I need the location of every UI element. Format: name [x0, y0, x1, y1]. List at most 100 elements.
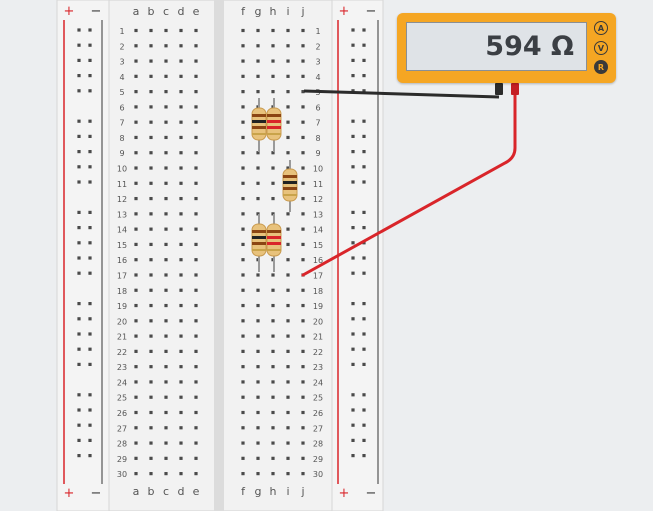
- terminal-hole[interactable]: [241, 120, 245, 124]
- terminal-hole[interactable]: [179, 303, 183, 308]
- rail-hole[interactable]: [88, 362, 92, 366]
- rail-hole[interactable]: [77, 362, 81, 366]
- rail-hole[interactable]: [77, 302, 81, 306]
- terminal-hole[interactable]: [286, 410, 290, 415]
- rail-hole[interactable]: [351, 165, 355, 169]
- rail-hole[interactable]: [362, 28, 366, 32]
- terminal-hole[interactable]: [164, 151, 168, 155]
- terminal-hole[interactable]: [149, 319, 153, 323]
- terminal-hole[interactable]: [286, 303, 290, 308]
- rail-hole[interactable]: [362, 454, 366, 458]
- terminal-hole[interactable]: [286, 319, 290, 323]
- terminal-hole[interactable]: [194, 395, 198, 399]
- terminal-hole[interactable]: [301, 334, 305, 338]
- terminal-hole[interactable]: [149, 288, 153, 292]
- terminal-hole[interactable]: [271, 426, 275, 430]
- rail-hole[interactable]: [362, 256, 366, 260]
- terminal-hole[interactable]: [149, 196, 153, 201]
- terminal-hole[interactable]: [164, 395, 168, 399]
- terminal-hole[interactable]: [194, 196, 198, 201]
- terminal-hole[interactable]: [164, 258, 168, 262]
- rail-hole[interactable]: [88, 332, 92, 336]
- terminal-hole[interactable]: [164, 242, 168, 247]
- terminal-hole[interactable]: [134, 258, 138, 262]
- rail-hole[interactable]: [351, 210, 355, 214]
- rail-hole[interactable]: [77, 347, 81, 351]
- terminal-hole[interactable]: [134, 151, 138, 155]
- terminal-hole[interactable]: [134, 410, 138, 415]
- terminal-hole[interactable]: [164, 59, 168, 63]
- terminal-hole[interactable]: [164, 105, 168, 109]
- terminal-hole[interactable]: [256, 288, 260, 292]
- terminal-hole[interactable]: [241, 90, 245, 94]
- rail-hole[interactable]: [362, 423, 366, 427]
- terminal-hole[interactable]: [271, 334, 275, 338]
- rail-hole[interactable]: [88, 317, 92, 321]
- terminal-hole[interactable]: [194, 472, 198, 476]
- rail-hole[interactable]: [77, 454, 81, 458]
- terminal-hole[interactable]: [286, 441, 290, 445]
- terminal-hole[interactable]: [301, 288, 305, 292]
- terminal-hole[interactable]: [164, 44, 168, 48]
- terminal-hole[interactable]: [179, 334, 183, 338]
- terminal-hole[interactable]: [301, 227, 305, 231]
- terminal-hole[interactable]: [179, 441, 183, 445]
- terminal-hole[interactable]: [271, 181, 275, 185]
- terminal-hole[interactable]: [256, 380, 260, 384]
- terminal-hole[interactable]: [241, 472, 245, 476]
- terminal-hole[interactable]: [149, 258, 153, 262]
- terminal-hole[interactable]: [149, 410, 153, 415]
- terminal-hole[interactable]: [164, 319, 168, 323]
- terminal-hole[interactable]: [164, 472, 168, 476]
- black-probe-wire[interactable]: [303, 89, 500, 99]
- terminal-hole[interactable]: [256, 181, 260, 185]
- terminal-hole[interactable]: [179, 90, 183, 94]
- terminal-hole[interactable]: [271, 151, 275, 155]
- rail-hole[interactable]: [77, 271, 81, 275]
- rail-hole[interactable]: [77, 332, 81, 336]
- terminal-hole[interactable]: [271, 380, 275, 384]
- terminal-hole[interactable]: [301, 166, 305, 170]
- terminal-hole[interactable]: [271, 472, 275, 476]
- terminal-hole[interactable]: [134, 90, 138, 94]
- rail-hole[interactable]: [351, 43, 355, 47]
- rail-hole[interactable]: [362, 408, 366, 412]
- rail-hole[interactable]: [351, 423, 355, 427]
- terminal-hole[interactable]: [194, 135, 198, 140]
- terminal-hole[interactable]: [241, 196, 245, 201]
- rail-hole[interactable]: [362, 119, 366, 123]
- terminal-hole[interactable]: [149, 166, 153, 170]
- red-probe-wire[interactable]: [301, 86, 517, 277]
- terminal-hole[interactable]: [256, 472, 260, 476]
- terminal-hole[interactable]: [194, 166, 198, 170]
- rail-hole[interactable]: [77, 150, 81, 154]
- resistor-r4[interactable]: [251, 214, 267, 272]
- resistor-r1[interactable]: [251, 98, 267, 152]
- rail-hole[interactable]: [77, 210, 81, 214]
- terminal-hole[interactable]: [194, 59, 198, 63]
- terminal-hole[interactable]: [256, 365, 260, 369]
- terminal-hole[interactable]: [194, 212, 198, 216]
- terminal-hole[interactable]: [241, 426, 245, 430]
- rail-hole[interactable]: [351, 271, 355, 275]
- rail-hole[interactable]: [362, 134, 366, 138]
- rail-hole[interactable]: [88, 393, 92, 397]
- terminal-hole[interactable]: [194, 74, 198, 78]
- red-probe-plug[interactable]: [511, 83, 519, 95]
- rail-hole[interactable]: [88, 454, 92, 458]
- terminal-hole[interactable]: [286, 334, 290, 338]
- terminal-hole[interactable]: [149, 181, 153, 185]
- terminal-hole[interactable]: [286, 212, 290, 216]
- terminal-hole[interactable]: [134, 166, 138, 170]
- terminal-hole[interactable]: [134, 426, 138, 430]
- terminal-hole[interactable]: [241, 410, 245, 415]
- rail-hole[interactable]: [88, 89, 92, 93]
- rail-hole[interactable]: [77, 256, 81, 260]
- terminal-hole[interactable]: [194, 181, 198, 185]
- terminal-hole[interactable]: [241, 365, 245, 369]
- rail-hole[interactable]: [88, 165, 92, 169]
- terminal-hole[interactable]: [286, 135, 290, 140]
- terminal-hole[interactable]: [241, 166, 245, 170]
- terminal-hole[interactable]: [271, 365, 275, 369]
- terminal-hole[interactable]: [134, 303, 138, 308]
